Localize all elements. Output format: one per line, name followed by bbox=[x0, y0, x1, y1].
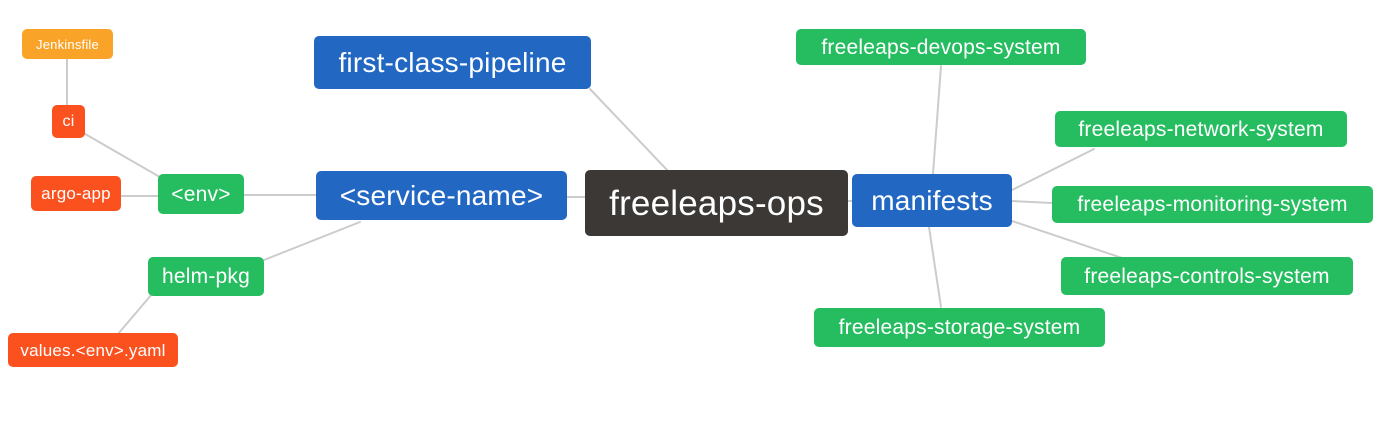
node-network-system[interactable]: freeleaps-network-system bbox=[1055, 111, 1347, 147]
edge-ci-env bbox=[79, 130, 166, 181]
node-monitoring-system[interactable]: freeleaps-monitoring-system bbox=[1052, 186, 1373, 223]
node-devops-system[interactable]: freeleaps-devops-system bbox=[796, 29, 1086, 65]
edge-manifests-network-system bbox=[1011, 148, 1095, 191]
edge-values-helm-pkg bbox=[117, 293, 153, 335]
node-argo-app[interactable]: argo-app bbox=[31, 176, 121, 211]
node-jenkinsfile[interactable]: Jenkinsfile bbox=[22, 29, 113, 59]
edge-manifests-devops-system bbox=[932, 65, 942, 175]
edge-manifests-storage-system bbox=[928, 226, 942, 308]
node-env[interactable]: <env> bbox=[158, 174, 244, 214]
node-controls-system[interactable]: freeleaps-controls-system bbox=[1061, 257, 1353, 295]
node-freeleaps-ops[interactable]: freeleaps-ops bbox=[585, 170, 848, 236]
node-helm-pkg[interactable]: helm-pkg bbox=[148, 257, 264, 296]
node-ci[interactable]: ci bbox=[52, 105, 85, 138]
edge-manifests-monitoring-system bbox=[1011, 200, 1053, 204]
node-storage-system[interactable]: freeleaps-storage-system bbox=[814, 308, 1105, 347]
edge-first-class-pipeline-root bbox=[589, 88, 669, 172]
node-first-class-pipeline[interactable]: first-class-pipeline bbox=[314, 36, 591, 89]
node-values-env-yaml[interactable]: values.<env>.yaml bbox=[8, 333, 178, 367]
node-manifests[interactable]: manifests bbox=[852, 174, 1012, 227]
edge-manifests-controls-system bbox=[1011, 220, 1123, 259]
node-service-name[interactable]: <service-name> bbox=[316, 171, 567, 220]
edge-helm-pkg-service-name bbox=[263, 221, 361, 261]
